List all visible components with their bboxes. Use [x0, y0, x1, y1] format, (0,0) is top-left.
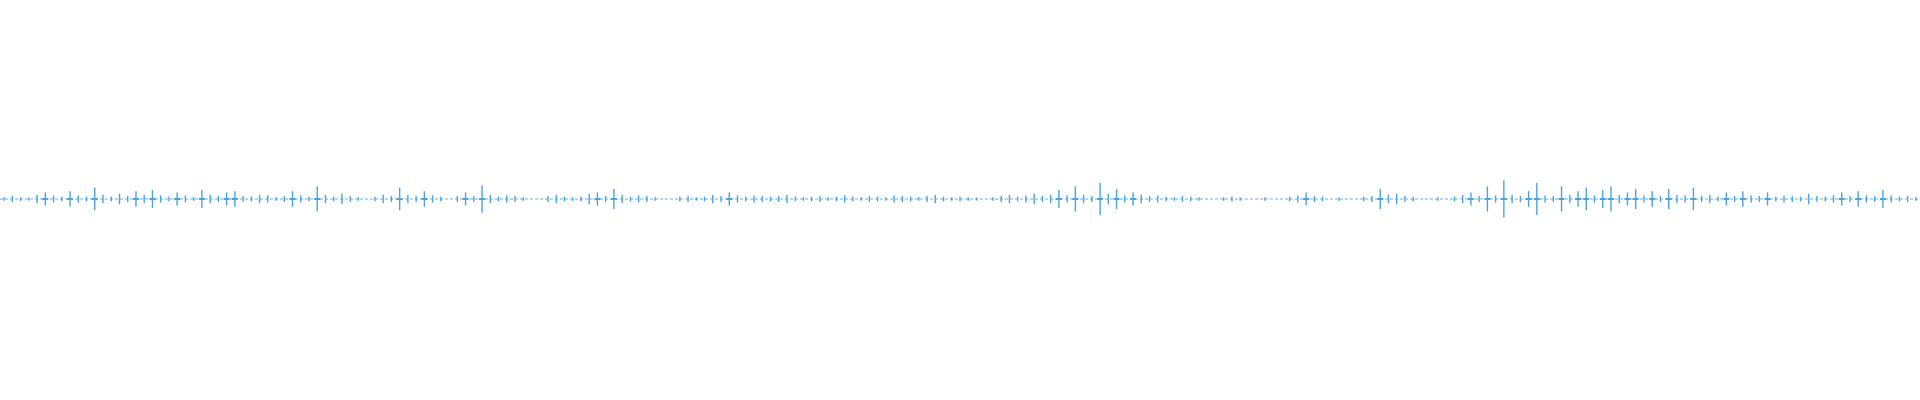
- waveform-canvas: [0, 180, 1920, 218]
